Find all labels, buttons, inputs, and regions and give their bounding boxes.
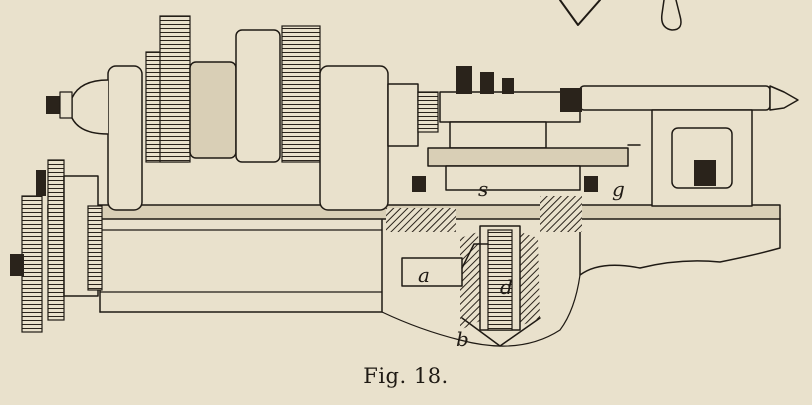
change-gear-train <box>10 159 103 333</box>
label-b: b <box>456 327 469 351</box>
label-a: a <box>418 263 430 287</box>
label-s: s <box>478 177 488 201</box>
part-labels: a b d g s <box>418 177 625 351</box>
cross-section <box>386 196 582 347</box>
slide-rest <box>412 66 641 192</box>
figure-caption: Fig. 18. <box>363 364 449 388</box>
headstock <box>46 15 439 211</box>
adjacent-figure-fragment <box>559 0 682 31</box>
tailstock <box>560 85 799 207</box>
label-g: g <box>612 177 625 201</box>
label-d: d <box>500 275 513 299</box>
